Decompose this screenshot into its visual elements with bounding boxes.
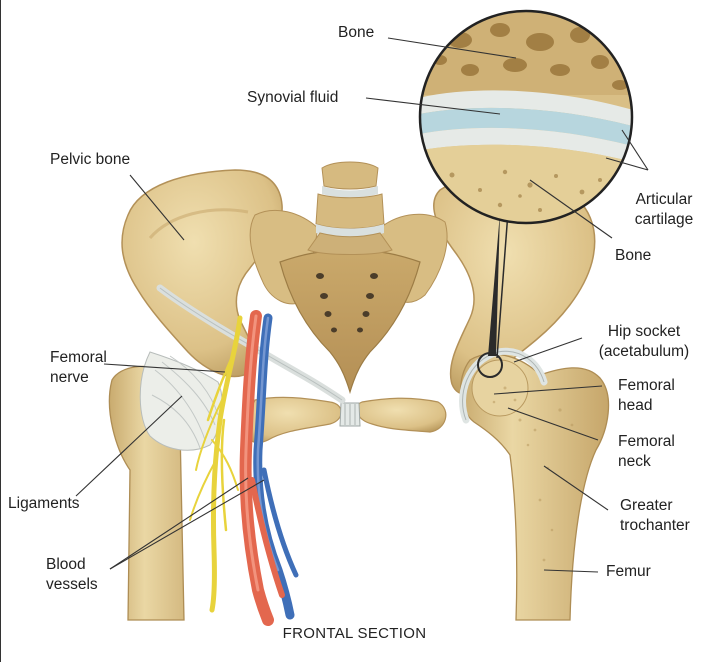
- lumbar-vertebra-2: [316, 194, 384, 229]
- femoral-head: [472, 360, 528, 416]
- label-articular-cartilage-line2: cartilage: [622, 210, 706, 229]
- label-articular-cartilage-line1: Articular: [622, 190, 706, 209]
- label-femur: Femur: [606, 562, 651, 581]
- label-greater-trochanter-line1: Greater: [620, 496, 673, 515]
- label-femoral-neck-line1: Femoral: [618, 432, 675, 451]
- label-hip-socket-line2: (acetabulum): [584, 342, 704, 361]
- label-ligaments: Ligaments: [8, 494, 80, 513]
- label-bone-bottom: Bone: [615, 246, 651, 265]
- caption-frontal-section: FRONTAL SECTION: [0, 625, 709, 642]
- lumbar-vertebra: [322, 162, 378, 189]
- label-pelvic-bone: Pelvic bone: [50, 150, 130, 169]
- label-greater-trochanter-line2: trochanter: [620, 516, 690, 535]
- label-blood-vessels-line2: vessels: [46, 575, 98, 594]
- label-femoral-head-line1: Femoral: [618, 376, 675, 395]
- label-bone-top: Bone: [338, 23, 374, 42]
- label-femoral-neck-line2: neck: [618, 452, 651, 471]
- label-femoral-nerve-line1: Femoral: [50, 348, 107, 367]
- label-blood-vessels-line1: Blood: [46, 555, 86, 574]
- label-synovial-fluid: Synovial fluid: [247, 88, 338, 107]
- label-femoral-head-line2: head: [618, 396, 652, 415]
- label-hip-socket-line1: Hip socket: [584, 322, 704, 341]
- label-femoral-nerve-line2: nerve: [50, 368, 89, 387]
- pubic-ramus-right: [357, 398, 446, 432]
